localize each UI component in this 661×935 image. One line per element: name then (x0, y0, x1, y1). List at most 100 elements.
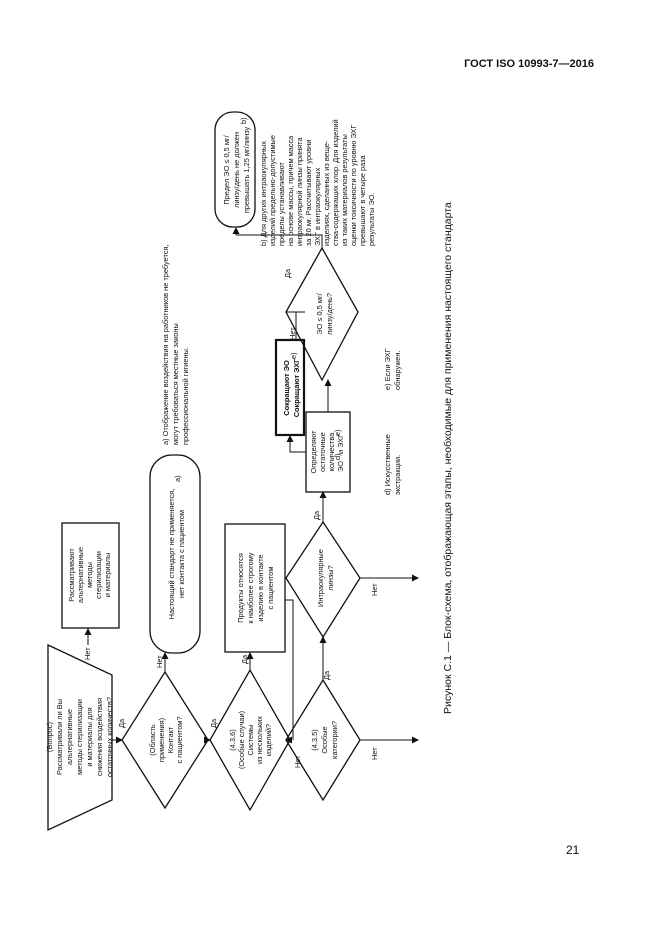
decision-intraocular-text: Интраокулярные линзы? (316, 549, 335, 607)
svg-text:за 20 мг. Рассчитывают уровни: за 20 мг. Рассчитывают уровни (304, 140, 313, 246)
svg-text:методы стерилизации: методы стерилизации (75, 699, 84, 775)
svg-text:Рассматривают: Рассматривают (67, 548, 76, 602)
svg-text:a) Отображение воздействия на: a) Отображение воздействия на работников… (161, 244, 170, 445)
yes-label: Да (209, 718, 218, 728)
svg-text:Интраокулярные: Интраокулярные (316, 549, 325, 607)
svg-text:экстракции.: экстракции. (393, 455, 402, 495)
svg-text:линзу/день?: линзу/день? (325, 293, 334, 335)
decision-limit-text: ЭО ≤ 0,5 мг/ линзу/день? (315, 292, 334, 335)
alt-methods-text: Рассматривают альтернативные методы стер… (67, 547, 112, 603)
svg-text:линзы?: линзы? (326, 565, 335, 590)
decision-category (285, 678, 361, 802)
svg-text:Продукты относятся: Продукты относятся (236, 553, 245, 623)
svg-text:e): e) (333, 429, 342, 436)
svg-text:на основе массы, причем масса: на основе массы, причем масса (286, 135, 295, 246)
svg-text:a): a) (173, 475, 182, 482)
svg-text:e): e) (289, 352, 298, 359)
svg-text:категории?: категории? (330, 721, 339, 759)
multi-device-text: Продукты относятся к наиболее строгому и… (236, 552, 275, 623)
decision-limit (285, 246, 359, 382)
footnote-d: d) Искусственные экстракции. (383, 434, 402, 495)
no-label: Нет (83, 647, 92, 660)
svg-text:ЭО ≤ 0,5 мг/: ЭО ≤ 0,5 мг/ (315, 292, 324, 334)
svg-text:стерилизации: стерилизации (94, 551, 103, 599)
svg-text:b) Для других интраокулярных: b) Для других интраокулярных (259, 141, 268, 246)
svg-text:d): d) (333, 453, 342, 460)
standard-header: ГОСТ ISO 10993-7—2016 (464, 58, 594, 70)
no-label: Нет (293, 755, 302, 768)
svg-text:Сокращают ЭО: Сокращают ЭО (282, 360, 291, 416)
footnote-a: a) Отображение воздействия на работников… (161, 244, 190, 445)
svg-text:из таких материалов результаты: из таких материалов результаты (340, 134, 349, 246)
svg-text:профессиональной гигиены.: профессиональной гигиены. (181, 347, 190, 445)
decision-special (209, 668, 291, 812)
svg-text:к наиболее строгому: к наиболее строгому (246, 552, 255, 623)
footnote-b: b) Для других интраокулярных изделий пре… (259, 119, 376, 246)
decision-contact-text: (Область применения) Контакт с пациентом… (148, 716, 184, 763)
svg-text:и ЭХГ: и ЭХГ (336, 434, 345, 454)
svg-text:применения): применения) (157, 718, 166, 762)
svg-text:изделий предельно-допустимые: изделий предельно-допустимые (268, 135, 277, 246)
svg-text:снижения воздействия: снижения воздействия (95, 698, 104, 776)
svg-text:Определяют: Определяют (309, 430, 318, 474)
svg-text:Сокращают ЭХГ: Сокращают ЭХГ (292, 358, 301, 417)
svg-text:оценки токсичности по уровню Э: оценки токсичности по уровню ЭХГ (349, 125, 358, 246)
yes-label: Да (117, 718, 126, 728)
svg-text:результаты ЭО.: результаты ЭО. (367, 192, 376, 246)
svg-text:линзу/день не должен: линзу/день не должен (232, 132, 241, 208)
decision-special-text: (4.3.6) (Особые случаи) Системы из неско… (228, 711, 273, 769)
svg-text:(Область: (Область (148, 724, 157, 756)
footnote-e: e) Если ЭХГ обнаружен. (383, 348, 402, 390)
reduce-text: Сокращают ЭО Сокращают ЭХГ e) (282, 352, 301, 417)
yes-label: Да (312, 510, 321, 520)
decision-contact (121, 670, 209, 810)
svg-text:методы: методы (85, 562, 94, 588)
svg-text:превышают в четыре раза: превышают в четыре раза (358, 154, 367, 246)
svg-text:ства-содержащих хлор. Для изде: ства-содержащих хлор. Для изделий (331, 119, 340, 246)
start-node (47, 643, 113, 832)
no-label: Нет (370, 747, 379, 760)
yes-label: Да (283, 268, 292, 278)
svg-text:ЭО: ЭО (336, 461, 345, 472)
svg-text:(4.3.5): (4.3.5) (310, 729, 319, 750)
svg-text:e) Если ЭХГ: e) Если ЭХГ (383, 348, 392, 390)
svg-text:ЭХГ в интраокулярных: ЭХГ в интраокулярных (313, 167, 322, 246)
svg-text:Системы: Системы (246, 725, 255, 756)
svg-text:интраокулярной линзы принята: интраокулярной линзы принята (295, 137, 304, 246)
svg-text:с пациентом?: с пациентом? (175, 716, 184, 763)
svg-text:количества: количества (327, 432, 336, 472)
svg-text:Настоящий стандарт не применяе: Настоящий стандарт не применяется, (167, 489, 176, 620)
svg-text:остаточные: остаточные (318, 432, 327, 472)
svg-text:могут требоваться местные зако: могут требоваться местные законы (171, 323, 180, 445)
svg-text:Контакт: Контакт (166, 726, 175, 753)
svg-text:Предел ЭО ≤ 0,5 мг/: Предел ЭО ≤ 0,5 мг/ (222, 134, 231, 204)
svg-text:альтернативные: альтернативные (65, 709, 74, 765)
svg-text:и материалы для: и материалы для (85, 707, 94, 766)
no-label: Нет (288, 327, 297, 340)
svg-text:изделиях, сделанных из веще-: изделиях, сделанных из веще- (322, 140, 331, 246)
svg-text:d) Искусственные: d) Искусственные (383, 434, 392, 495)
limit-box-text: Предел ЭО ≤ 0,5 мг/ линзу/день не должен… (222, 117, 251, 213)
yes-label: Да (240, 654, 249, 664)
yes-label: Да (322, 670, 331, 680)
svg-text:изделий?: изделий? (264, 724, 273, 756)
no-apply-box (149, 454, 201, 654)
svg-text:обнаружен.: обнаружен. (393, 350, 402, 390)
svg-text:(Вопрос): (Вопрос) (45, 722, 54, 752)
svg-text:альтернативные: альтернативные (76, 547, 85, 603)
start-text: (Вопрос) Рассматривали ли Вы альтернатив… (45, 697, 114, 777)
svg-text:из нескольких: из нескольких (255, 716, 264, 764)
svg-text:остаточных количеств?: остаточных количеств? (105, 697, 114, 777)
svg-text:изделию в контакте: изделию в контакте (256, 554, 265, 621)
determine-text: Определяют остаточные количества ЭО d) и… (309, 429, 345, 473)
svg-text:(4.3.6): (4.3.6) (228, 729, 237, 750)
svg-text:Рассматривали ли Вы: Рассматривали ли Вы (55, 699, 64, 775)
svg-text:Особые: Особые (320, 726, 329, 753)
no-label: Нет (155, 655, 164, 668)
svg-text:и материалы: и материалы (103, 553, 112, 598)
svg-text:пределы устанавливают: пределы устанавливают (277, 162, 286, 246)
multi-device-box (224, 523, 286, 653)
svg-text:нет контакта с пациентом: нет контакта с пациентом (177, 510, 186, 598)
svg-text:превышать 1,25 мг/линзу: превышать 1,25 мг/линзу (242, 126, 251, 213)
decision-category-text: (4.3.5) Особые категории? (310, 721, 339, 759)
